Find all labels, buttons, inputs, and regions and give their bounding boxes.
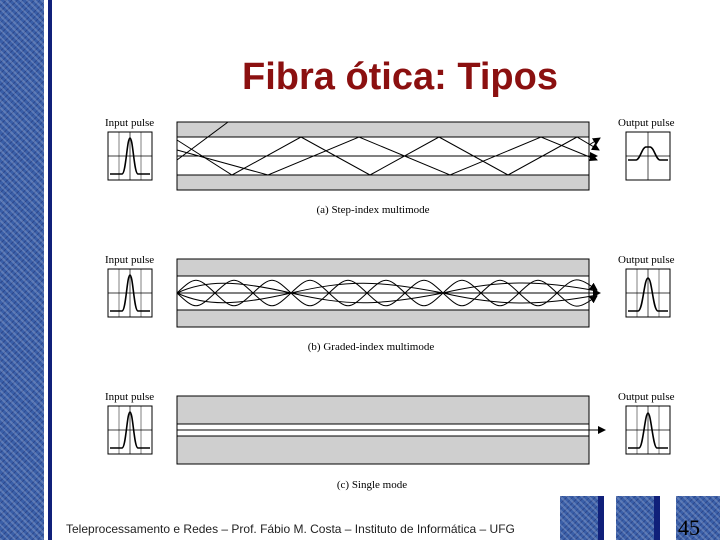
output-pulse-label-a: Output pulse xyxy=(618,117,675,129)
decorative-tile-2 xyxy=(616,496,660,540)
input-pulse-label-c: Input pulse xyxy=(105,391,155,403)
decorative-side-band xyxy=(0,0,44,540)
decorative-tile-bar-1 xyxy=(598,496,604,540)
input-pulse-box-c xyxy=(107,405,153,455)
output-pulse-box-a xyxy=(625,131,671,181)
slide-title: Fibra ótica: Tipos xyxy=(241,56,558,98)
output-pulse-label-b: Output pulse xyxy=(618,254,675,266)
input-pulse-label-a: Input pulse xyxy=(105,117,155,129)
page-number: 45 xyxy=(678,515,700,540)
single-mode-fiber xyxy=(176,395,606,465)
caption-graded-index: (b) Graded-index multimode xyxy=(307,341,435,353)
input-pulse-label-b: Input pulse xyxy=(105,254,155,266)
input-pulse-box-a xyxy=(107,131,153,181)
input-pulse-box-b xyxy=(107,268,153,318)
caption-step-index: (a) Step-index multimode xyxy=(316,204,430,216)
decorative-tile-3 xyxy=(676,496,720,540)
side-divider-line xyxy=(48,0,52,540)
decorative-tile-bar-2 xyxy=(654,496,660,540)
output-pulse-box-c xyxy=(625,405,671,455)
output-pulse-box-b xyxy=(625,268,671,318)
caption-single-mode: (c) Single mode xyxy=(336,479,408,491)
slide-footer: Teleprocessamento e Redes – Prof. Fábio … xyxy=(66,522,515,536)
output-pulse-label-c: Output pulse xyxy=(618,391,675,403)
graded-index-fiber xyxy=(176,258,601,328)
step-index-fiber xyxy=(176,121,601,191)
decorative-tile-1 xyxy=(560,496,604,540)
